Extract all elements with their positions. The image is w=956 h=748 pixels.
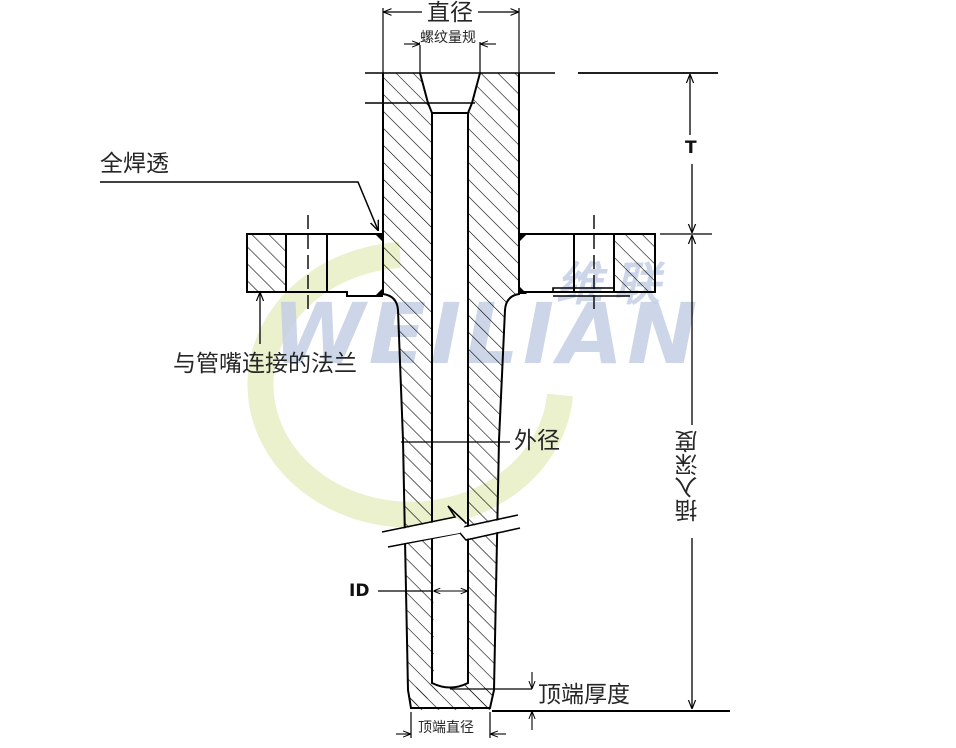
id-label: ID [349, 581, 370, 601]
full-weld-label: 全焊透 [100, 151, 169, 177]
tip-thickness-label: 顶端厚度 [538, 682, 630, 708]
flange-connection-label: 与管嘴连接的法兰 [173, 351, 357, 377]
thread-gauge-label: 螺纹量规 [420, 30, 476, 46]
insertion-depth-label: 插入深度 [676, 430, 702, 522]
outer-diameter-label: 外径 [514, 428, 560, 454]
t-dimension-label: T [685, 138, 697, 158]
flange-left [246, 215, 383, 312]
diameter-label: 直径 [425, 0, 475, 26]
flange-right [519, 215, 656, 312]
tip-diameter-label: 顶端直径 [418, 720, 474, 736]
